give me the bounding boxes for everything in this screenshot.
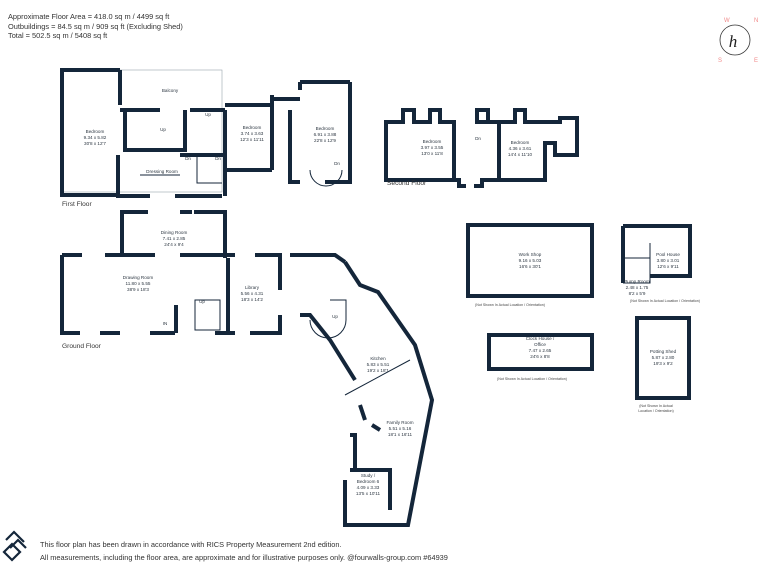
family-room-metric: 5.51 x 5.16 bbox=[389, 426, 412, 431]
area-summary: Approximate Floor Area = 418.0 sq m / 44… bbox=[8, 12, 183, 41]
ff-bedroom1-imperial: 30'8 x 12'7 bbox=[84, 141, 106, 146]
library-name: Library bbox=[245, 285, 260, 290]
drawing-room-metric: 11.80 x 5.55 bbox=[126, 281, 151, 286]
kitchen-imperial: 19'2 x 18'1 bbox=[367, 368, 389, 373]
ff-bedroom2-name: Bedroom bbox=[243, 125, 262, 130]
compass-e: E bbox=[754, 58, 758, 64]
ff-bedroom1-metric: 9.34 x 5.82 bbox=[84, 135, 107, 140]
potting-shed-note-1: (Not Shown In Actual bbox=[639, 404, 673, 408]
ff-bedroom2-metric: 3.74 x 3.63 bbox=[241, 131, 264, 136]
clock-house-imperial: 24'6 x 8'8 bbox=[530, 354, 550, 359]
drawing-room-name: Drawing Room bbox=[123, 275, 154, 280]
kitchen-name: Kitchen bbox=[370, 356, 386, 361]
potting-shed-imperial: 19'3 x 9'2 bbox=[653, 361, 673, 366]
sf-bedroom2-metric: 4.36 x 3.61 bbox=[509, 146, 532, 151]
pool-house-metric: 3.80 x 3.01 bbox=[657, 258, 680, 263]
up-mark: Up bbox=[332, 314, 338, 319]
dining-room-imperial: 24'4 x 9'4 bbox=[164, 242, 184, 247]
potting-shed-note-2: Location / Orientation) bbox=[638, 409, 673, 413]
ff-bedroom1-name: Bedroom bbox=[86, 129, 105, 134]
study-name-2: Bedroom 6 bbox=[357, 479, 380, 484]
sf-bedroom2-imperial: 14'4 x 11'10 bbox=[508, 152, 533, 157]
family-room-imperial: 18'1 x 16'11 bbox=[388, 432, 413, 437]
footer-line-1: This floor plan has been drawn in accord… bbox=[40, 540, 342, 549]
down-mark: Dn bbox=[334, 161, 340, 166]
pump-room-imperial: 8'2 x 5'9 bbox=[629, 291, 646, 296]
clock-house-metric: 7.47 x 2.65 bbox=[529, 348, 552, 353]
down-mark: Dn bbox=[215, 156, 221, 161]
first-floor-plan: Balcony Bedroom 9.34 x 5.82 30'8 x 12'7 … bbox=[60, 68, 352, 208]
ground-floor-plan: Dining Room 7.41 x 2.85 24'4 x 9'4 Drawi… bbox=[60, 210, 435, 527]
clock-house-name-2: Office bbox=[534, 342, 546, 347]
workshop-name: Work Shop bbox=[519, 252, 542, 257]
clock-house-name: Clock House / bbox=[526, 336, 555, 341]
compass-w: W bbox=[724, 18, 730, 24]
monogram: h bbox=[729, 32, 738, 51]
study-name: Study / bbox=[361, 473, 376, 478]
drawing-room-imperial: 38'9 x 18'3 bbox=[127, 287, 149, 292]
pool-house-imperial: 12'6 x 9'11 bbox=[657, 264, 679, 269]
pump-room-name: Pump Room bbox=[624, 279, 650, 284]
workshop-note: (Not Shown In Actual Location / Orientat… bbox=[475, 303, 545, 307]
dining-room-metric: 7.41 x 2.85 bbox=[163, 236, 186, 241]
ff-bedroom2-imperial: 12'3 x 11'11 bbox=[240, 137, 264, 142]
study-imperial: 13'5 x 10'11 bbox=[356, 491, 381, 496]
ff-bedroom3-metric: 6.91 x 3.88 bbox=[314, 132, 337, 137]
sf-bedroom1-imperial: 13'0 x 11'8 bbox=[421, 151, 443, 156]
pump-room-metric: 2.48 x 1.75 bbox=[626, 285, 649, 290]
floor-area-text: Approximate Floor Area = 418.0 sq m / 44… bbox=[8, 12, 170, 21]
first-floor-label: First Floor bbox=[62, 201, 92, 208]
ff-bedroom3-name: Bedroom bbox=[316, 126, 335, 131]
ff-bedroom3-imperial: 22'8 x 12'9 bbox=[314, 138, 336, 143]
up-mark: Up bbox=[160, 127, 166, 132]
entrance-mark: IN bbox=[163, 321, 168, 326]
sf-bedroom1-metric: 3.97 x 3.55 bbox=[421, 145, 444, 150]
clock-house-note: (Not Shown In Actual Location / Orientat… bbox=[497, 377, 567, 381]
sf-bedroom1-name: Bedroom bbox=[423, 139, 442, 144]
compass-n: N bbox=[754, 18, 758, 24]
study-metric: 4.09 x 3.33 bbox=[357, 485, 380, 490]
pool-house-name: Pool House bbox=[656, 252, 680, 257]
down-mark: Dn bbox=[185, 156, 191, 161]
workshop-metric: 9.16 x 5.03 bbox=[519, 258, 542, 263]
kitchen-metric: 5.83 x 5.51 bbox=[367, 362, 390, 367]
balcony-label: Balcony bbox=[162, 88, 179, 93]
outbuildings-plan: Work Shop 9.16 x 5.03 16'6 x 30'1 (Not S… bbox=[466, 223, 700, 413]
dining-room-name: Dining Room bbox=[161, 230, 188, 235]
dressing-room-label: Dressing Room bbox=[146, 169, 178, 174]
library-imperial: 18'3 x 14'2 bbox=[241, 297, 263, 302]
ground-floor-label: Ground Floor bbox=[62, 343, 102, 350]
potting-shed-name: Potting Shed bbox=[650, 349, 677, 354]
up-mark: Up bbox=[205, 112, 211, 117]
potting-shed-metric: 5.87 x 2.80 bbox=[652, 355, 675, 360]
second-floor-plan: Bedroom 3.97 x 3.55 13'0 x 11'8 Bedroom … bbox=[384, 108, 579, 188]
footer-line-2: All measurements, including the floor ar… bbox=[40, 553, 448, 562]
outbuildings-area-text: Outbuildings = 84.5 sq m / 909 sq ft (Ex… bbox=[8, 21, 183, 31]
footer-disclaimer: This floor plan has been drawn in accord… bbox=[40, 538, 448, 564]
fourwalls-logo bbox=[2, 530, 27, 562]
total-area-text: Total = 502.5 sq m / 5408 sq ft bbox=[8, 31, 108, 41]
compass-logo: W N S E h bbox=[718, 18, 758, 64]
workshop-imperial: 16'6 x 30'1 bbox=[519, 264, 541, 269]
down-mark: Dn bbox=[475, 136, 481, 141]
library-metric: 5.56 x 4.31 bbox=[241, 291, 264, 296]
second-floor-label: Second Floor bbox=[387, 180, 427, 187]
up-mark: Up bbox=[199, 299, 205, 304]
sf-bedroom2-name: Bedroom bbox=[511, 140, 530, 145]
pool-house-note: (Not Shown In Actual Location / Orientat… bbox=[630, 299, 700, 303]
family-room-name: Family Room bbox=[386, 420, 413, 425]
compass-s: S bbox=[718, 58, 722, 64]
